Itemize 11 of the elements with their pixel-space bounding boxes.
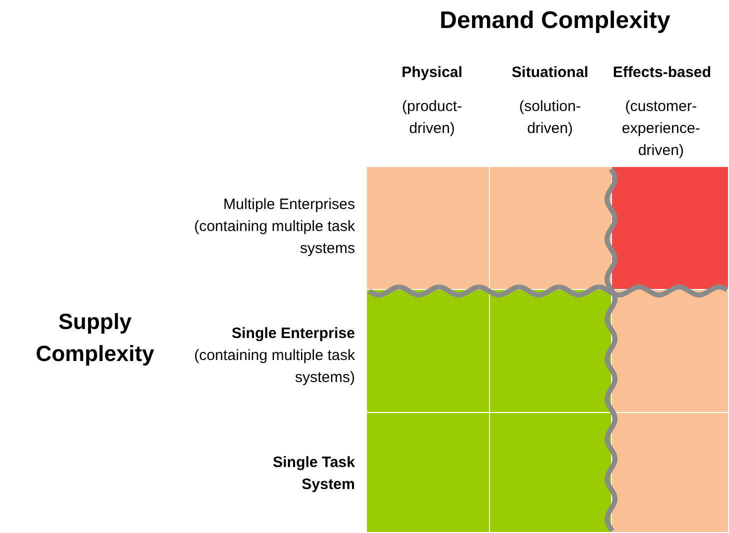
column-header: Situational [510, 63, 590, 83]
column-header: Physical [400, 63, 464, 83]
axis-title: Supply Complexity [34, 308, 156, 368]
row-header: Multiple Enterprises (containing multiple task systems [193, 195, 355, 259]
column-subheader: (product-driven) [400, 97, 464, 139]
column-subheader: (solution-driven) [518, 97, 582, 139]
title: Demand Complexity [438, 6, 672, 36]
row-header: Single Enterprise (containing multiple task systems) [193, 324, 355, 388]
column-header: Effects-based [612, 63, 712, 83]
row-header: Single Task System [272, 453, 355, 495]
column-subheader: (customer-experience-driven) [620, 97, 702, 161]
